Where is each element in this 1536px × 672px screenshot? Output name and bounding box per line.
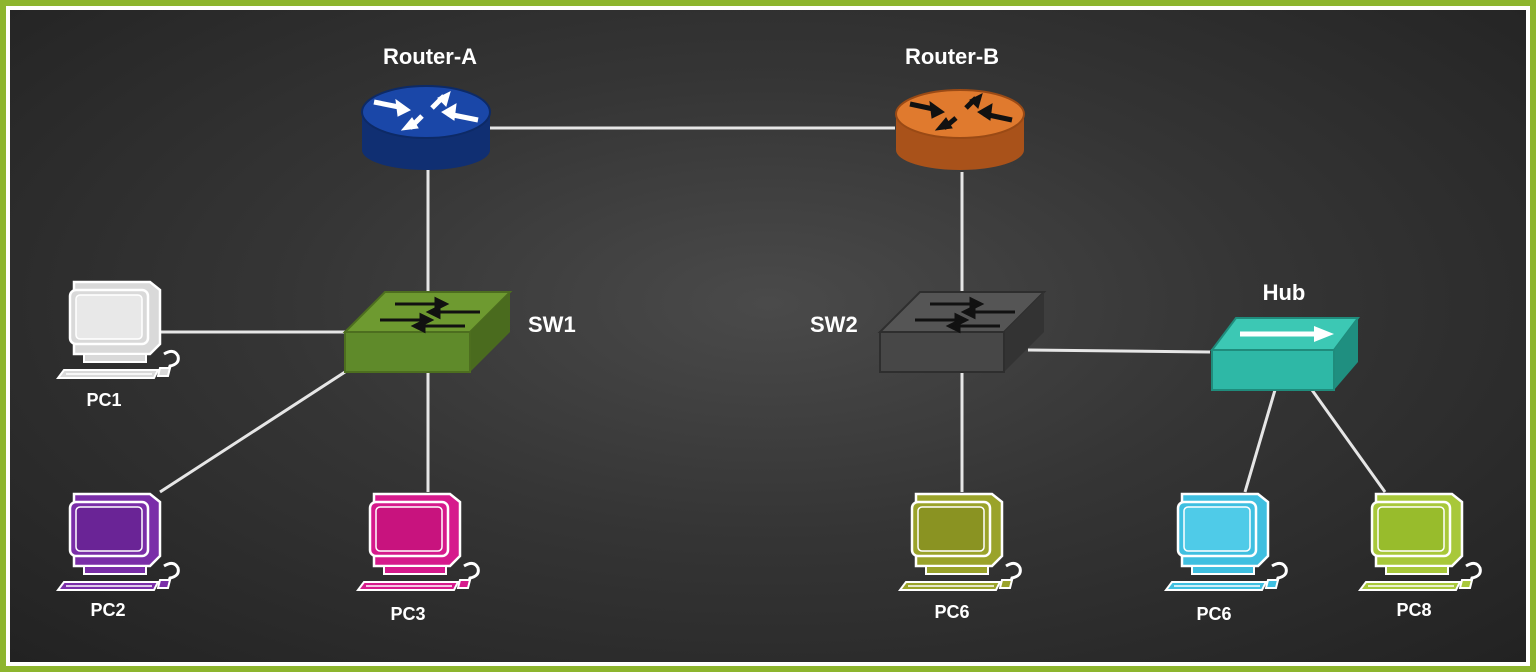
pc1-label: PC1 — [86, 390, 121, 410]
switch-icon — [342, 291, 513, 373]
switch-sw1[interactable]: SW1 — [342, 291, 576, 373]
router-icon — [361, 85, 491, 170]
pc-icon — [1358, 492, 1482, 592]
pc6-hub[interactable]: PC6 — [1164, 492, 1288, 624]
router-a[interactable]: Router-A — [361, 44, 491, 170]
pc6-hub-label: PC6 — [1196, 604, 1231, 624]
pc2-label: PC2 — [90, 600, 125, 620]
router-a-label: Router-A — [383, 44, 477, 69]
sw1-label: SW1 — [528, 312, 576, 337]
pc-icon — [56, 280, 180, 380]
hub-icon — [1210, 317, 1360, 391]
pc3[interactable]: PC3 — [356, 492, 480, 624]
hub[interactable]: Hub — [1210, 280, 1360, 391]
pc-icon — [1164, 492, 1288, 592]
pc6-sw2[interactable]: PC6 — [898, 492, 1022, 622]
pc-icon — [898, 492, 1022, 592]
pc2[interactable]: PC2 — [56, 492, 180, 620]
switch-sw2[interactable]: SW2 — [810, 291, 1047, 373]
link-hub-pc6 — [1243, 389, 1277, 493]
sw2-label: SW2 — [810, 312, 858, 337]
pc1[interactable]: PC1 — [56, 280, 180, 410]
pc8-label: PC8 — [1396, 600, 1431, 620]
links — [159, 126, 1387, 494]
router-b-label: Router-B — [905, 44, 999, 69]
link-sw1-pc2 — [159, 370, 346, 494]
link-sw2-hub — [1027, 348, 1211, 354]
pc3-label: PC3 — [390, 604, 425, 624]
router-b[interactable]: Router-B — [895, 44, 1025, 170]
router-icon — [895, 89, 1025, 170]
pc6-sw2-label: PC6 — [934, 602, 969, 622]
link-hub-pc8 — [1310, 389, 1387, 493]
hub-label: Hub — [1263, 280, 1306, 305]
switch-icon — [877, 291, 1047, 373]
pc-icon — [56, 492, 180, 592]
pc8[interactable]: PC8 — [1358, 492, 1482, 620]
pc-icon — [356, 492, 480, 592]
